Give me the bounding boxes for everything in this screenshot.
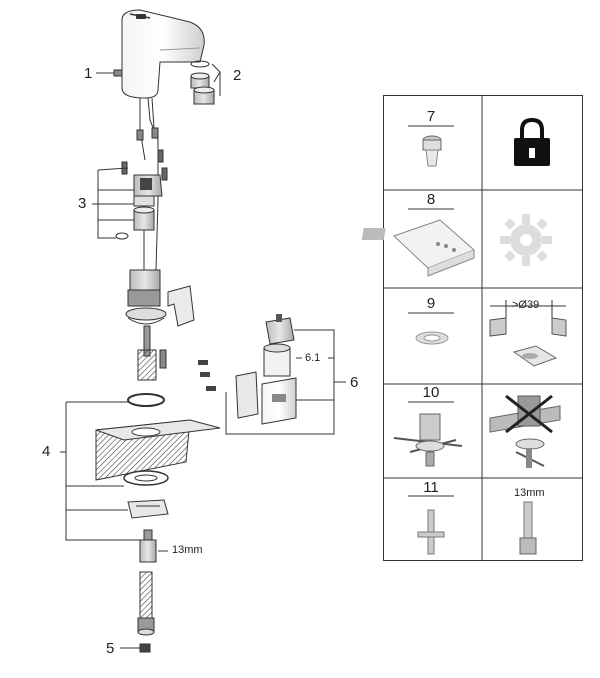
incorrect-install-icon (489, 394, 561, 468)
lower-fixings (123, 470, 169, 563)
cell-7-aerator-icon (422, 135, 442, 167)
aerator-parts (190, 60, 221, 105)
service-panel (361, 95, 583, 561)
gear-icon (500, 214, 552, 266)
socket-tool-icon (519, 501, 537, 555)
countertop (95, 419, 221, 481)
callout-1: 1 (84, 65, 93, 82)
basin-hole-dimension-label: >Ø39 (512, 299, 540, 311)
callout-6-1: 6.1 (305, 352, 321, 364)
bracket-4 (60, 401, 140, 541)
panel-number-10: 10 (422, 384, 440, 401)
callout-3: 3 (78, 195, 87, 212)
callout-13mm: 13mm (172, 544, 203, 556)
solenoid-block (92, 149, 168, 240)
key-tool-icon (417, 509, 445, 555)
hose-and-base (125, 230, 195, 381)
screw-5 (120, 643, 151, 653)
callout-5: 5 (106, 640, 115, 657)
threaded-rod (137, 571, 155, 636)
callout-6: 6 (350, 374, 359, 391)
set-screw-1 (96, 69, 123, 77)
callout-4: 4 (42, 443, 51, 460)
panel-number-9: 9 (426, 295, 436, 312)
padlock-icon (514, 117, 550, 166)
faucet-body (121, 9, 205, 99)
cables (136, 97, 159, 271)
washer-icon (415, 331, 449, 345)
callout-2: 2 (233, 67, 242, 84)
panel-number-8: 8 (426, 191, 436, 208)
gasket (127, 393, 165, 407)
basin-hole-dimension (489, 300, 567, 367)
tap-mount-icon (393, 413, 463, 467)
battery-group (198, 314, 346, 435)
panel-number-11: 11 (423, 479, 439, 496)
socket-size-label: 13mm (514, 487, 545, 499)
panel-number-7: 7 (426, 108, 436, 125)
remote-control-icon (361, 219, 475, 277)
